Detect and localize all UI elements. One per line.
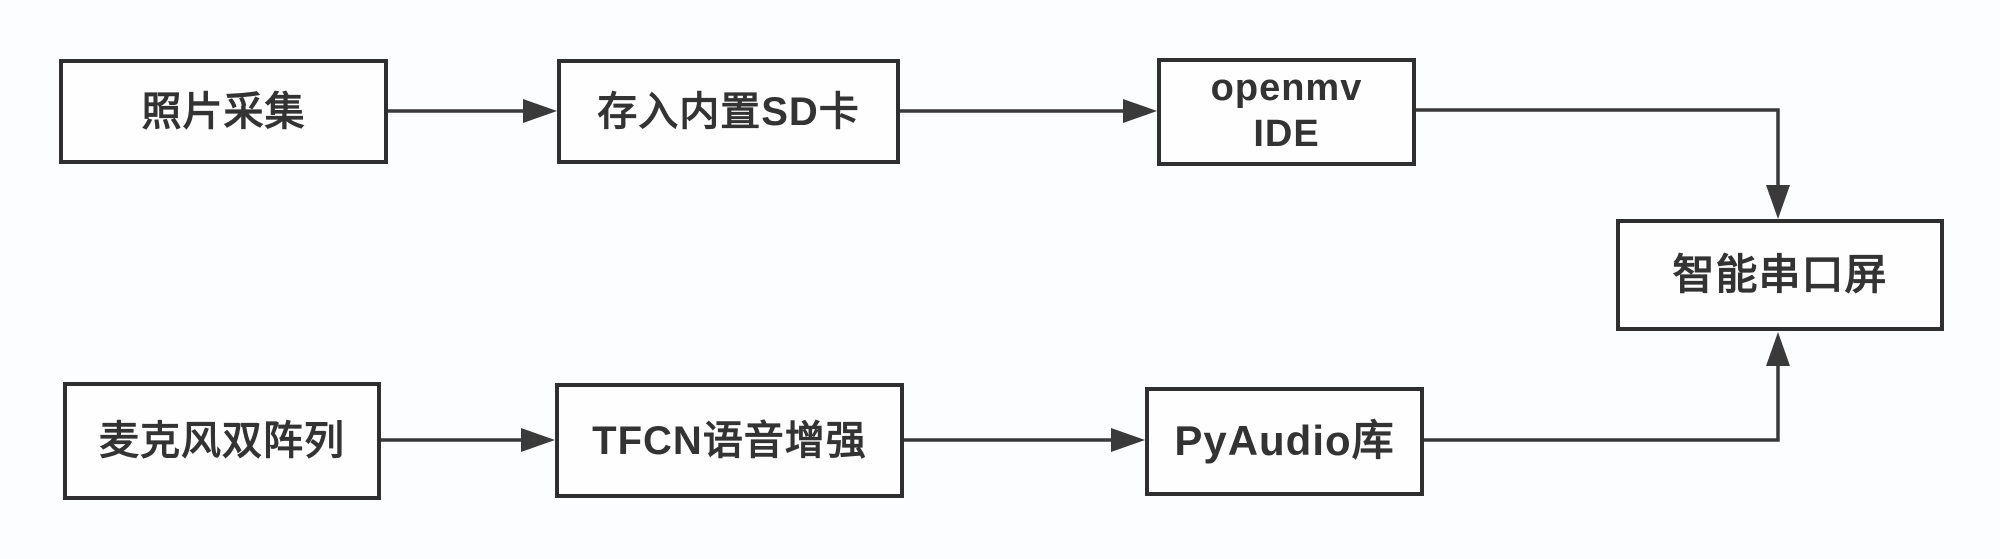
node-store-sd-card: 存入内置SD卡	[557, 59, 900, 164]
node-mic-dual-array: 麦克风双阵列	[63, 382, 381, 500]
arrow-pyaudio-to-screen	[1423, 361, 1780, 442]
node-openmv-ide: openmv IDE	[1157, 58, 1416, 166]
node-tfcn-speech-enhance: TFCN语音增强	[555, 383, 904, 498]
arrowhead-photo-to-sd	[523, 99, 557, 123]
arrowhead-sd-to-openmv	[1123, 99, 1157, 123]
arrowhead-pyaudio-to-screen	[1766, 332, 1790, 366]
arrowhead-tfcn-to-pyaudio	[1111, 428, 1145, 452]
node-pyaudio-lib: PyAudio库	[1145, 387, 1424, 496]
node-photo-capture: 照片采集	[59, 59, 388, 164]
node-smart-serial-screen: 智能串口屏	[1616, 219, 1944, 331]
arrowhead-mic-to-tfcn	[521, 428, 555, 452]
arrowhead-openmv-to-screen	[1766, 185, 1790, 219]
arrow-openmv-to-screen	[1415, 108, 1780, 190]
